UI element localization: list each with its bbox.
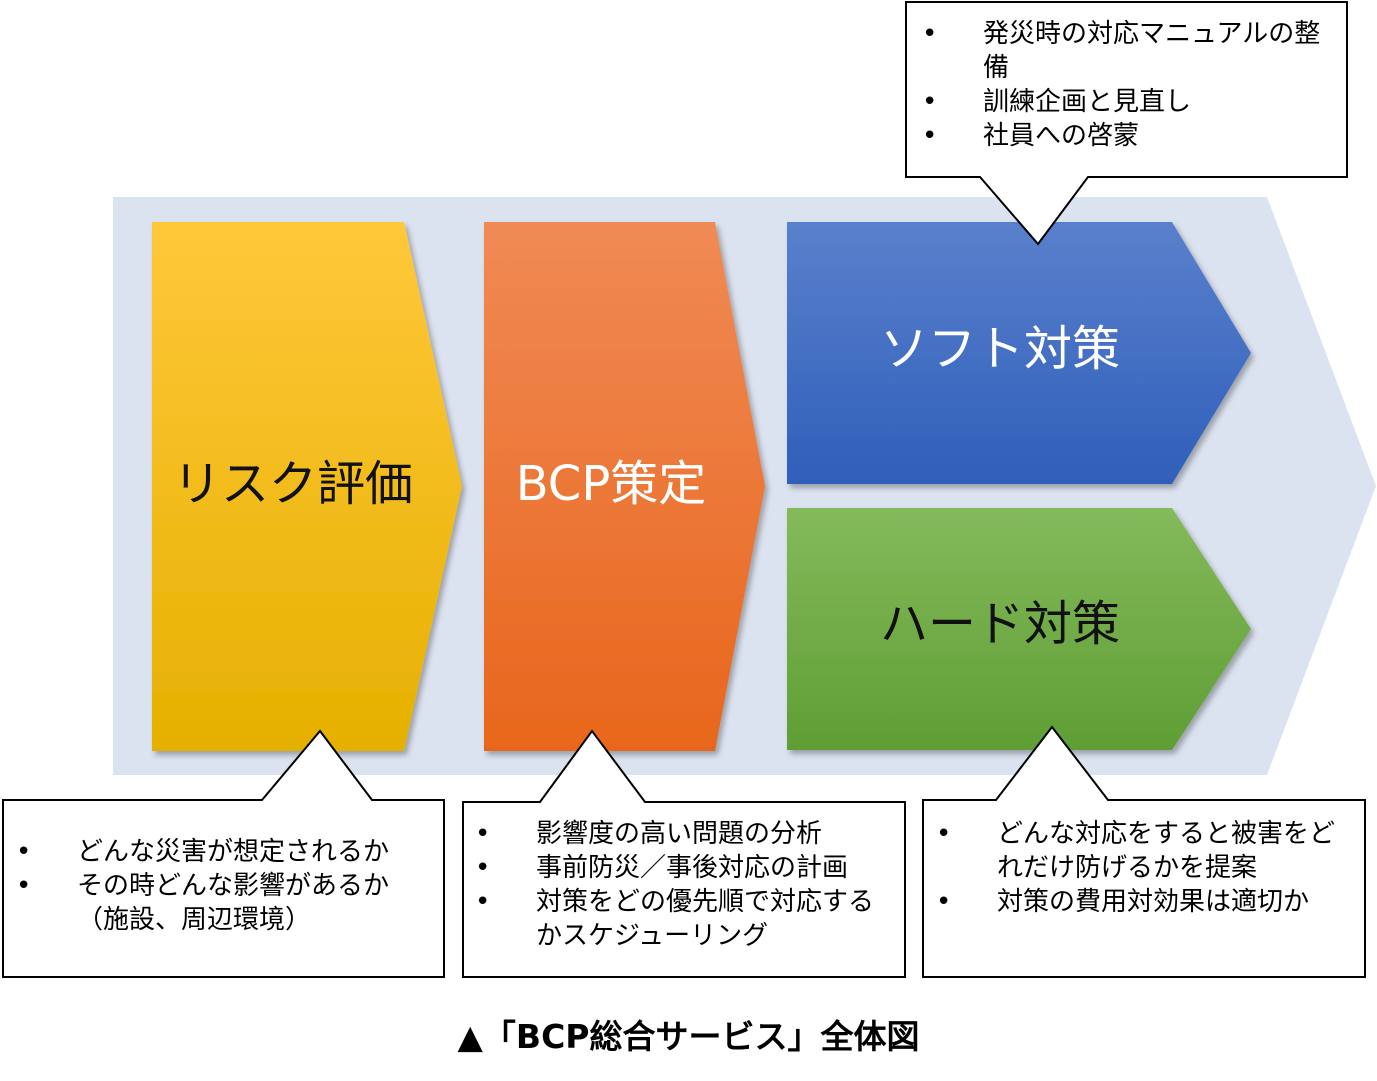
bullet-item: • 訓練企画と見直し bbox=[920, 85, 1330, 119]
bullet-item: • どんな対応をすると被害をどれだけ防げるかを提案 bbox=[934, 817, 1354, 885]
bullet-text: どんな災害が想定されるか bbox=[77, 837, 390, 867]
bullet-marker: • bbox=[475, 853, 491, 883]
bullet-text: 対策をどの優先順で対応するかスケジューリング bbox=[536, 887, 875, 951]
diagram-caption: ▲「BCP総合サービス」全体図 bbox=[457, 1017, 920, 1056]
bullet-item: • 対策の費用対効果は適切か bbox=[934, 885, 1354, 919]
bullet-marker: • bbox=[936, 887, 952, 917]
bullet-item: • どんな災害が想定されるか bbox=[14, 835, 434, 869]
bullet-item: • 社員への啓蒙 bbox=[920, 119, 1330, 153]
bullet-item: • その時どんな影響があるか（施設、周辺環境） bbox=[14, 869, 434, 937]
bcp-stage-label: BCP策定 bbox=[516, 456, 707, 512]
bullet-item: • 影響度の高い問題の分析 bbox=[473, 817, 893, 851]
bullet-text: 訓練企画と見直し bbox=[983, 87, 1192, 117]
soft-stage-label: ソフト対策 bbox=[880, 321, 1120, 377]
risk-stage-label: リスク評価 bbox=[173, 456, 413, 512]
bullet-marker: • bbox=[936, 819, 952, 849]
bullet-item: • 発災時の対応マニュアルの整備 bbox=[920, 17, 1330, 85]
bcp-formulation-stage bbox=[484, 222, 765, 751]
bullet-text: 対策の費用対効果は適切か bbox=[997, 887, 1310, 917]
bullet-text: その時どんな影響があるか（施設、周辺環境） bbox=[77, 871, 390, 935]
risk-assessment-stage bbox=[152, 222, 462, 751]
bullet-text: 社員への啓蒙 bbox=[983, 121, 1140, 151]
bullet-text: 発災時の対応マニュアルの整備 bbox=[983, 19, 1321, 83]
soft-measures-stage bbox=[787, 222, 1251, 484]
bullet-text: 影響度の高い問題の分析 bbox=[536, 819, 823, 849]
hard-callout-text: • どんな対応をすると被害をどれだけ防げるかを提案 • 対策の費用対効果は適切か bbox=[934, 817, 1354, 919]
risk-callout-box bbox=[2, 729, 445, 978]
bullet-marker: • bbox=[922, 121, 938, 151]
bullet-marker: • bbox=[475, 819, 491, 849]
bullet-marker: • bbox=[16, 871, 32, 901]
bullet-marker: • bbox=[922, 87, 938, 117]
bullet-text: どんな対応をすると被害をどれだけ防げるかを提案 bbox=[997, 819, 1336, 883]
bullet-text: 事前防災／事後対応の計画 bbox=[536, 853, 849, 883]
risk-callout-text: • どんな災害が想定されるか • その時どんな影響があるか（施設、周辺環境） bbox=[14, 835, 434, 937]
hard-measures-stage bbox=[787, 508, 1251, 750]
hard-callout-box bbox=[922, 725, 1366, 978]
bullet-item: • 対策をどの優先順で対応するかスケジューリング bbox=[473, 885, 893, 953]
bcp-callout-box bbox=[462, 729, 906, 978]
soft-callout-box bbox=[905, 1, 1348, 246]
bullet-item: • 事前防災／事後対応の計画 bbox=[473, 851, 893, 885]
bullet-marker: • bbox=[16, 837, 32, 867]
soft-callout-text: • 発災時の対応マニュアルの整備 • 訓練企画と見直し • 社員への啓蒙 bbox=[920, 17, 1330, 153]
bcp-callout-text: • 影響度の高い問題の分析 • 事前防災／事後対応の計画 • 対策をどの優先順で対応するか… bbox=[473, 817, 893, 953]
hard-stage-label: ハード対策 bbox=[880, 596, 1120, 652]
bullet-marker: • bbox=[475, 887, 491, 917]
bullet-marker: • bbox=[922, 19, 938, 49]
